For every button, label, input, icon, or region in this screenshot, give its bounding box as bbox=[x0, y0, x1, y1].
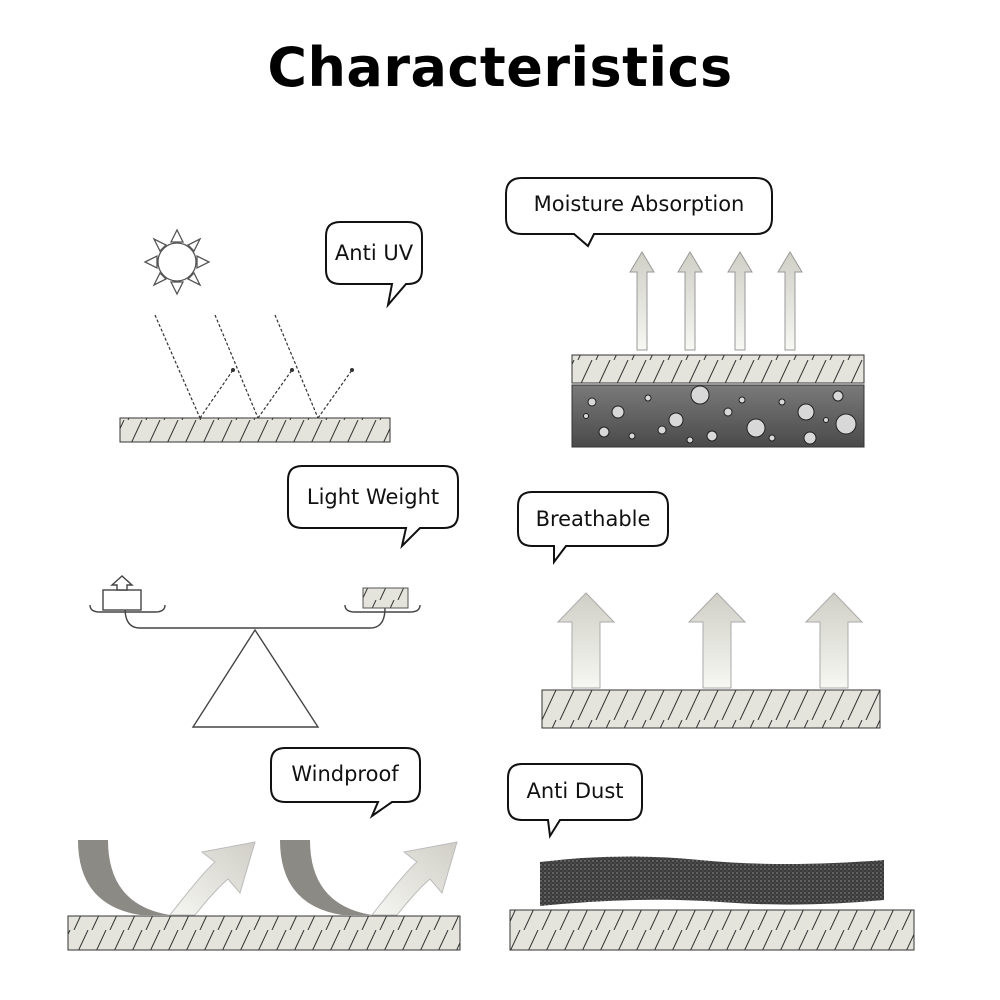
moisture-absorption-panel bbox=[571, 251, 865, 448]
windproof-bubble: Windproof bbox=[270, 747, 421, 819]
uv-rays bbox=[154, 314, 353, 419]
water-droplets bbox=[583, 385, 857, 445]
windproof-label: Windproof bbox=[291, 762, 399, 786]
anti-dust-panel bbox=[509, 856, 915, 951]
light-weight-label: Light Weight bbox=[307, 485, 439, 509]
wind-deflect-arrow-icon bbox=[78, 840, 458, 916]
fabric-layer bbox=[571, 354, 865, 384]
weight-box-icon bbox=[102, 575, 142, 611]
breathable-label: Breathable bbox=[536, 507, 651, 531]
fabric-sample bbox=[362, 587, 409, 609]
breathable-bubble: Breathable bbox=[517, 491, 669, 565]
light-weight-bubble: Light Weight bbox=[287, 465, 459, 550]
moisture-absorption-bubble: Moisture Absorption bbox=[505, 177, 773, 248]
anti-dust-bubble: Anti Dust bbox=[507, 763, 643, 839]
fabric-layer bbox=[67, 915, 461, 951]
moisture-absorption-label: Moisture Absorption bbox=[534, 192, 745, 216]
fabric-layer bbox=[541, 689, 881, 729]
anti-uv-label: Anti UV bbox=[335, 241, 414, 265]
anti-uv-bubble: Anti UV bbox=[325, 221, 423, 309]
light-weight-panel bbox=[89, 575, 421, 728]
fabric-layer bbox=[119, 417, 391, 443]
page-title: Characteristics bbox=[267, 36, 733, 99]
breathable-panel bbox=[541, 592, 881, 729]
fabric-layer bbox=[509, 909, 915, 951]
vapor-arrows bbox=[629, 251, 803, 351]
sun-icon bbox=[143, 228, 211, 296]
anti-dust-label: Anti Dust bbox=[526, 779, 623, 803]
air-arrows bbox=[556, 592, 864, 689]
balance-scale-icon bbox=[89, 604, 421, 728]
anti-uv-panel bbox=[119, 228, 391, 443]
dust-layer bbox=[540, 856, 884, 906]
windproof-panel bbox=[67, 840, 461, 951]
